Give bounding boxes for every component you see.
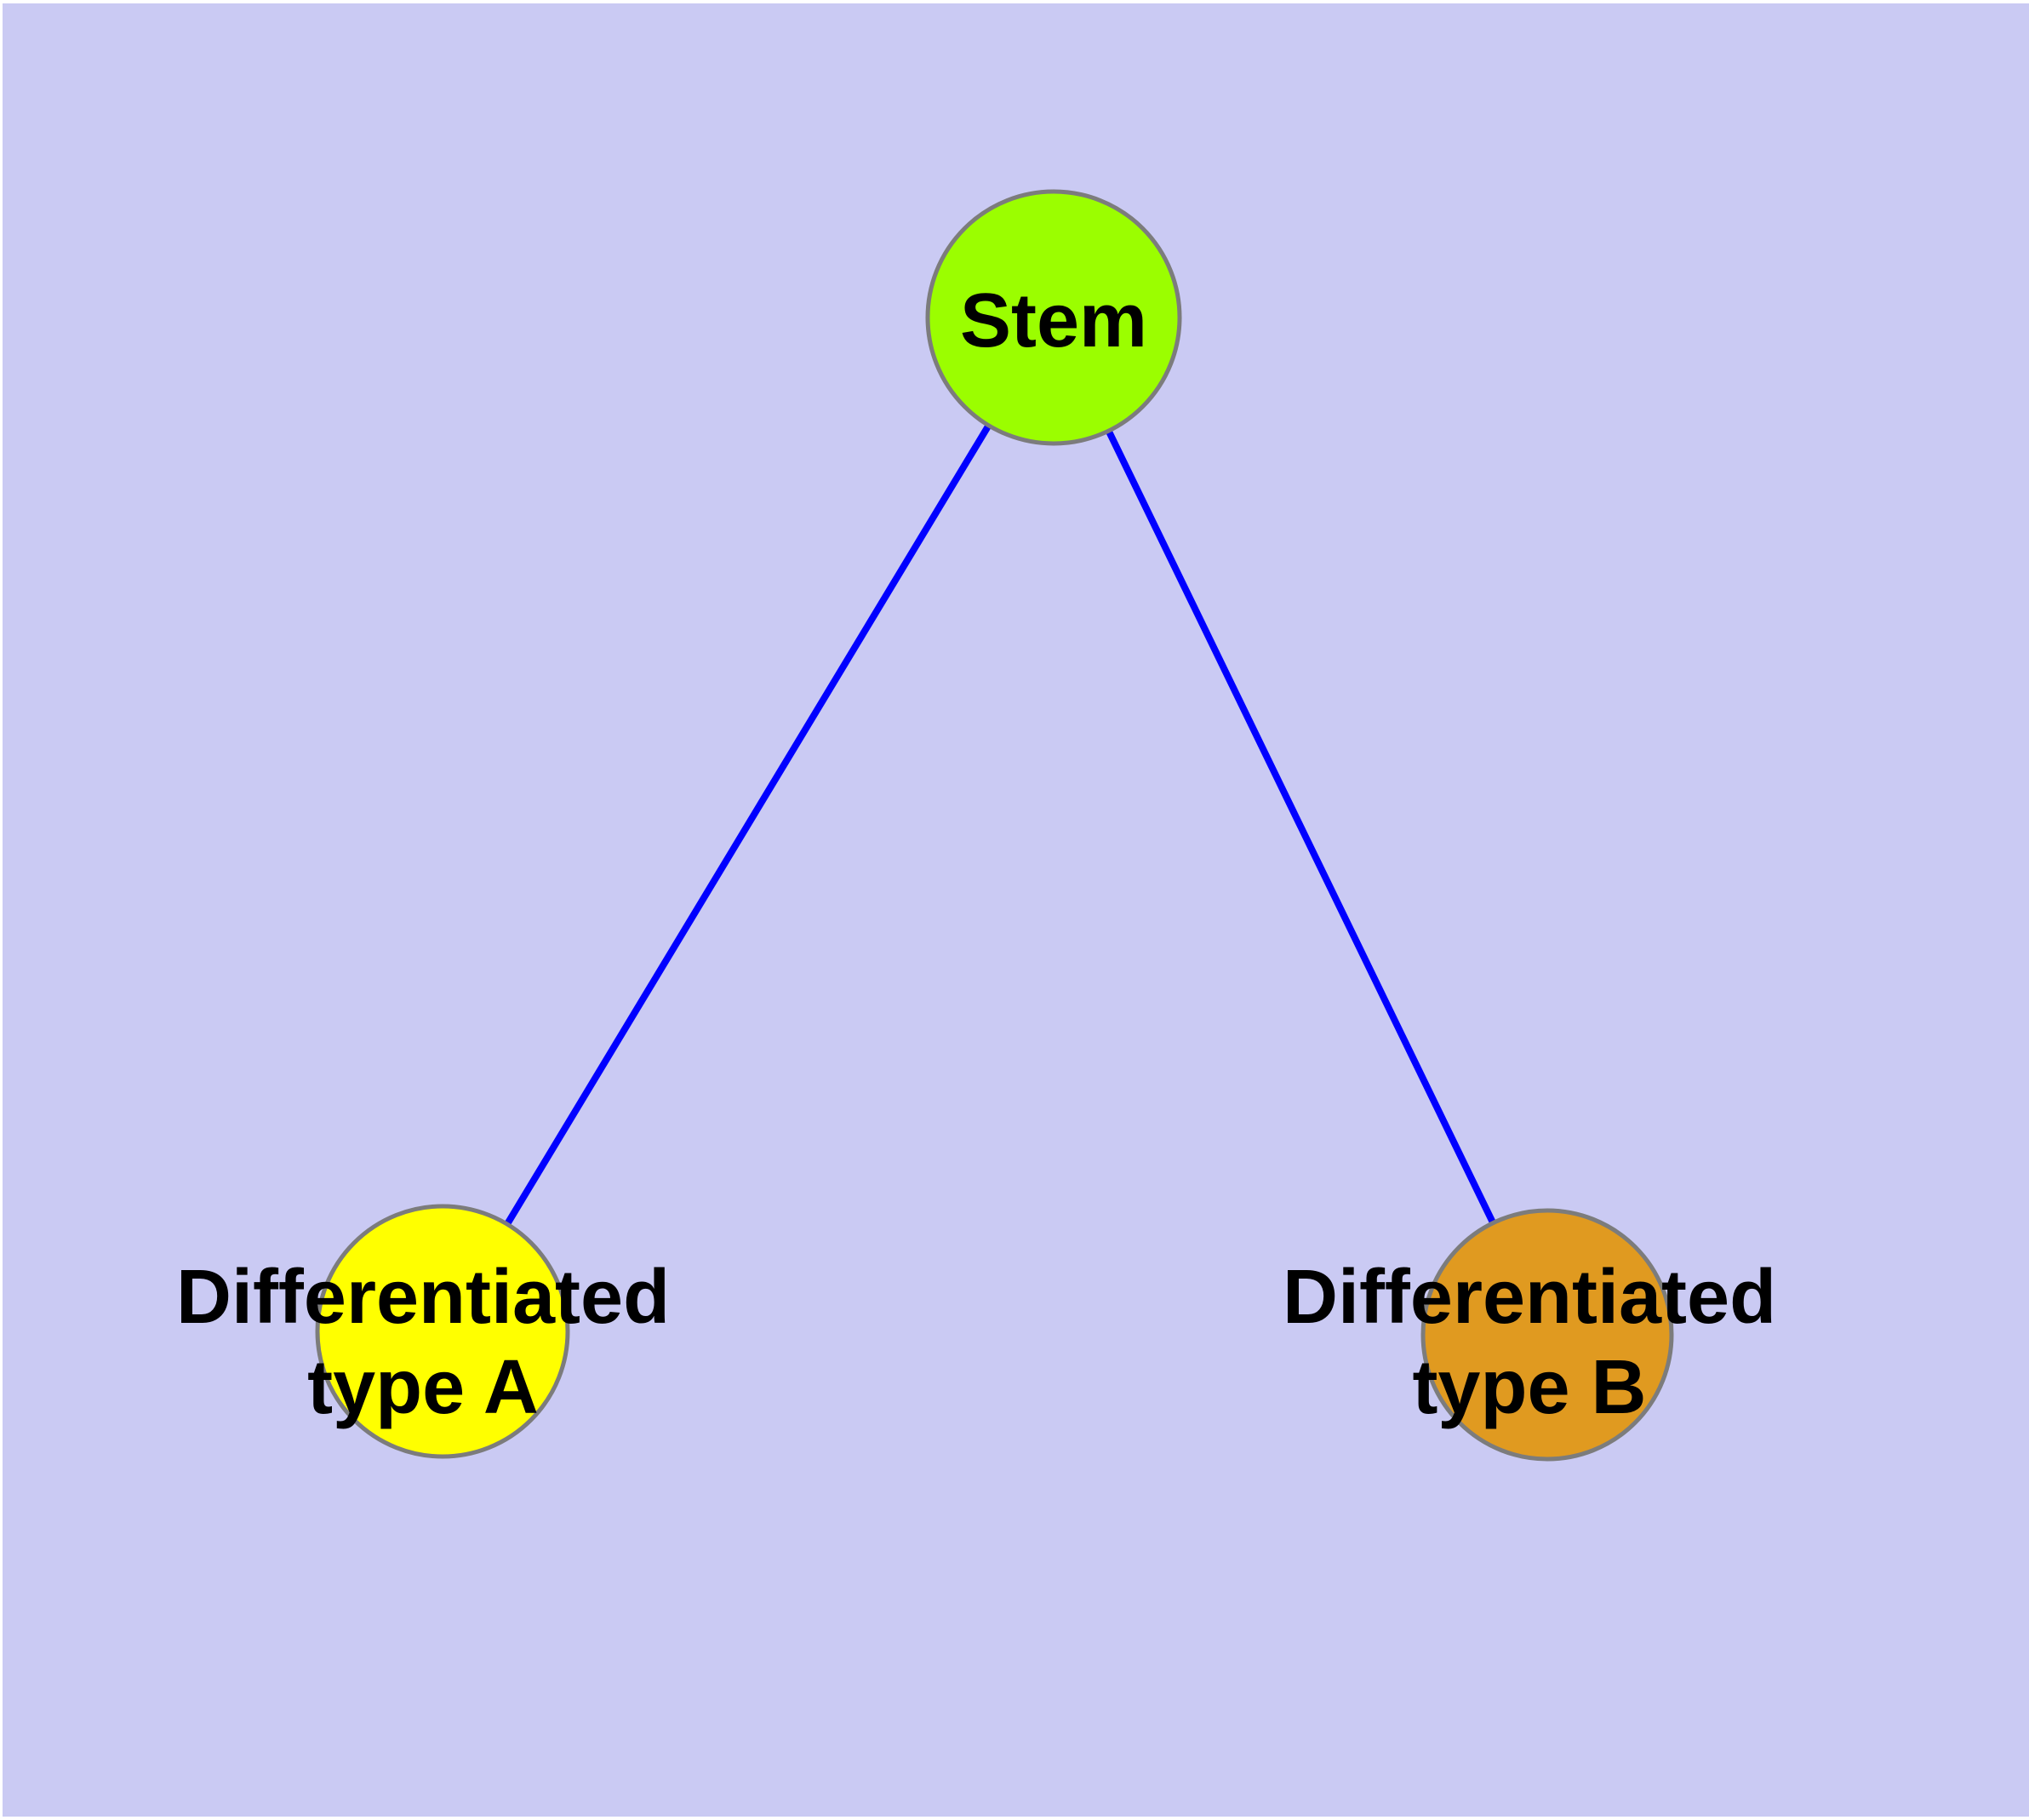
nodes-layer — [315, 189, 1674, 1462]
node-circle-differentiated-type-b — [1420, 1208, 1674, 1462]
node-label-differentiated-type-b: Differentiated type B — [1282, 1255, 1777, 1430]
node-label-stem: Stem — [959, 278, 1148, 363]
edge-stem-to-differentiated-type-a — [439, 315, 1057, 1334]
node-label-differentiated-type-a: Differentiated type A — [175, 1255, 671, 1430]
edge-stem-to-differentiated-type-b — [1050, 316, 1551, 1336]
node-circle-stem — [925, 189, 1182, 446]
edges-layer — [439, 315, 1551, 1336]
node-circle-differentiated-type-a — [315, 1204, 570, 1459]
